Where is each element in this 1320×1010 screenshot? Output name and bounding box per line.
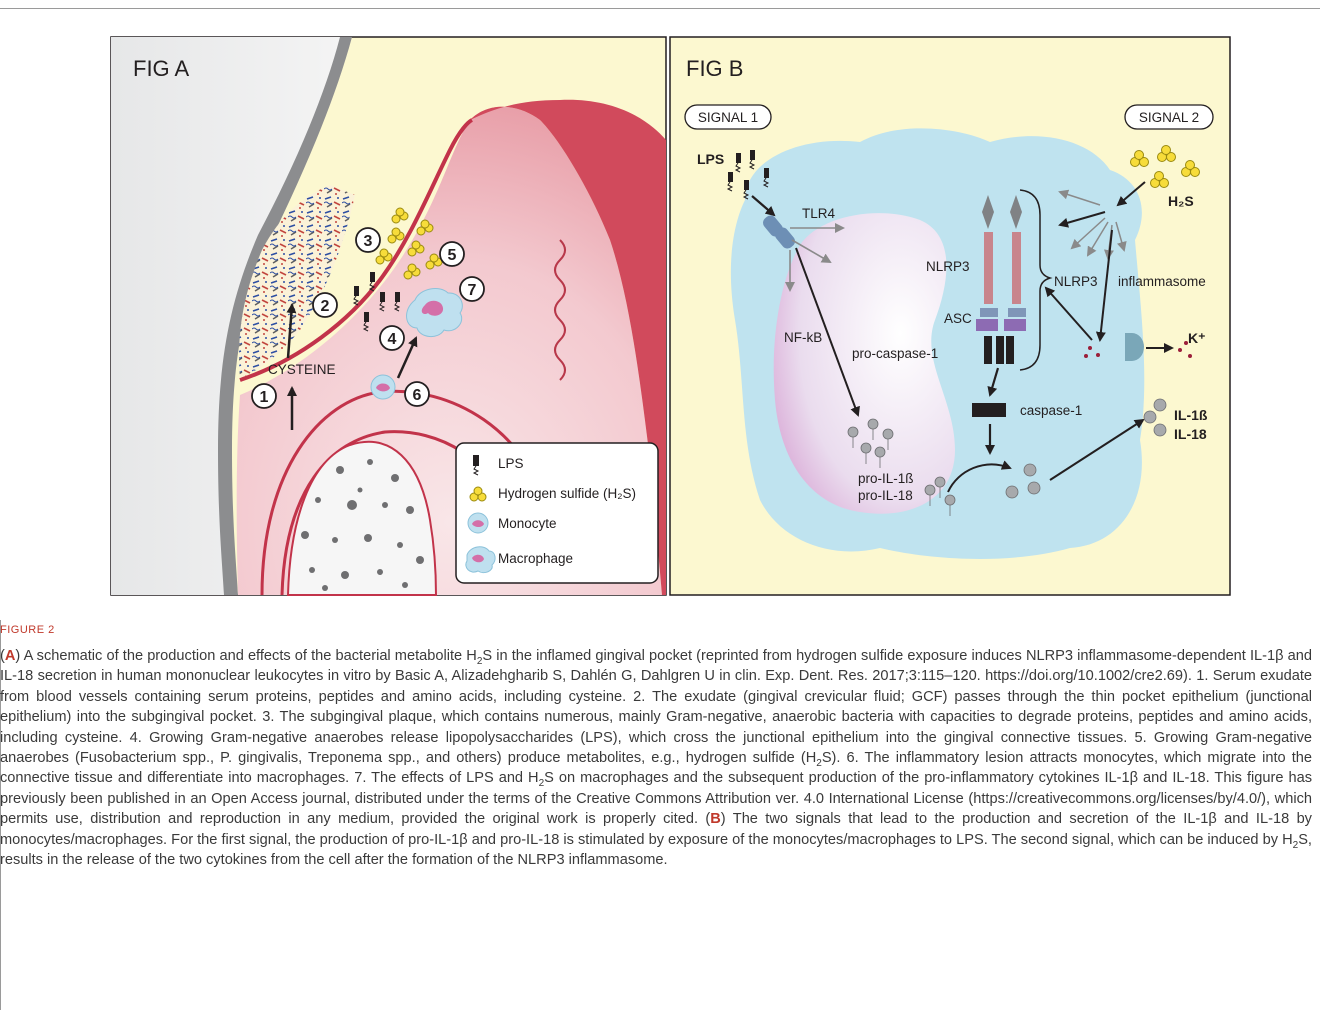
inflammasome-label-a: NLRP3: [1054, 274, 1098, 289]
monocyte-cell-a: [371, 375, 395, 399]
fig-a-panel: FIG A: [111, 37, 666, 595]
marker-5-text: 5: [448, 247, 457, 264]
signal-2-label: SIGNAL 2: [1139, 110, 1199, 125]
fig-a-label: FIG A: [133, 56, 190, 81]
fig-b-panel: FIG B SIGNAL 1 SIGNAL 2 LPS TLR4: [670, 37, 1230, 595]
legend-macrophage-label: Macrophage: [498, 551, 573, 566]
signal-1-label: SIGNAL 1: [698, 110, 758, 125]
marker-6-text: 6: [413, 387, 422, 404]
fig-a-legend: LPS Hydrogen sulfide (H₂S) Monocyte Macr…: [456, 443, 658, 583]
caspase-1-label: caspase-1: [1020, 403, 1082, 418]
marker-3: 3: [356, 228, 380, 252]
figure-label: FIGURE 2: [0, 624, 55, 636]
caption-part-2: S in the inflamed gingival pocket (repri…: [0, 648, 1312, 766]
marker-7-text: 7: [468, 282, 477, 299]
signal-1-box: SIGNAL 1: [685, 105, 771, 129]
legend-h2s-label: Hydrogen sulfide (H₂S): [498, 486, 636, 501]
asc-label: ASC: [944, 311, 972, 326]
figure-caption: (A) A schematic of the production and ef…: [0, 646, 1312, 870]
marker-6: 6: [405, 382, 429, 406]
il-18-label: IL-18: [1174, 426, 1207, 442]
marker-4-text: 4: [388, 331, 397, 348]
nlrp3-label: NLRP3: [926, 259, 970, 274]
legend-lps-icon: [473, 455, 479, 466]
il-1b-label: IL-1ß: [1174, 407, 1208, 423]
caption-a-letter: A: [5, 648, 16, 664]
legend-lps-label: LPS: [498, 456, 524, 471]
marker-5: 5: [440, 242, 464, 266]
caspase-1-block: [972, 403, 1006, 417]
k-plus-label: K⁺: [1188, 330, 1206, 346]
marker-4: 4: [380, 326, 404, 350]
marker-2: 2: [313, 293, 337, 317]
legend-monocyte-label: Monocyte: [498, 516, 557, 531]
signal-2-box: SIGNAL 2: [1125, 105, 1213, 129]
marker-7: 7: [460, 277, 484, 301]
nfkb-label: NF-kB: [784, 330, 822, 345]
caption-b-letter: B: [710, 811, 721, 827]
marker-1: 1: [252, 384, 276, 408]
tlr4-label: TLR4: [802, 206, 836, 221]
marker-1-text: 1: [260, 389, 269, 406]
pro-il-1b-label: pro-IL-1ß: [858, 471, 914, 486]
figure-2-illustration: FIG A: [0, 0, 1320, 600]
marker-2-text: 2: [321, 298, 330, 315]
cysteine-label: CYSTEINE: [268, 362, 336, 377]
caption-part-1: ) A schematic of the production and effe…: [15, 648, 476, 664]
marker-3-text: 3: [364, 233, 373, 250]
pro-caspase-label: pro-caspase-1: [852, 346, 938, 361]
lps-label-b: LPS: [697, 151, 724, 167]
inflammasome-label-b: inflammasome: [1118, 274, 1206, 289]
h2s-label-b: H₂S: [1168, 193, 1194, 209]
pro-il-18-label: pro-IL-18: [858, 488, 913, 503]
legend-monocyte-icon: [468, 513, 488, 533]
fig-b-label: FIG B: [686, 56, 743, 81]
